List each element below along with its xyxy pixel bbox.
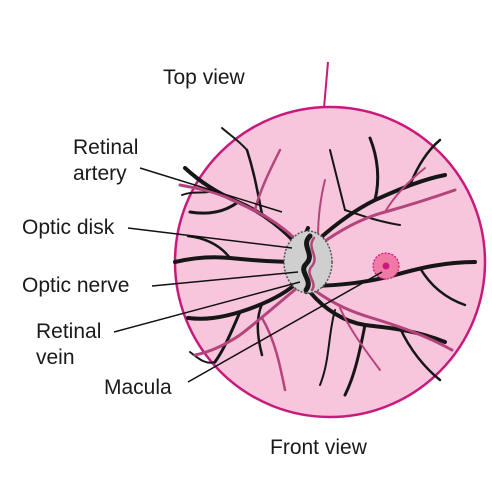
macula-fovea xyxy=(382,262,390,270)
top-view-stem-line xyxy=(323,61,329,109)
retinal-artery-label-line1: Retinal xyxy=(73,136,138,159)
optic-disk-label: Optic disk xyxy=(22,216,115,239)
retinal-artery-label-line2: artery xyxy=(73,162,127,185)
pointer-lines xyxy=(113,167,383,383)
optic-nerve-artery xyxy=(308,236,316,292)
retinal-vein-label-line2: vein xyxy=(36,346,75,369)
retinal-vein-label-line1: Retinal xyxy=(36,320,101,343)
top-view-label: Top view xyxy=(163,66,246,89)
pink-vessel-network xyxy=(178,148,457,392)
retinal-vein-pointer xyxy=(113,281,301,333)
optic-nerve-vessel xyxy=(301,233,313,293)
optic-disk-pointer xyxy=(127,227,293,249)
retinal-artery-pointer xyxy=(139,167,283,213)
macula-pointer xyxy=(187,271,383,383)
front-view-label: Front view xyxy=(270,436,368,459)
optic-nerve-label: Optic nerve xyxy=(22,274,129,297)
optic-nerve-pointer xyxy=(151,271,299,287)
macula-label: Macula xyxy=(104,376,172,399)
